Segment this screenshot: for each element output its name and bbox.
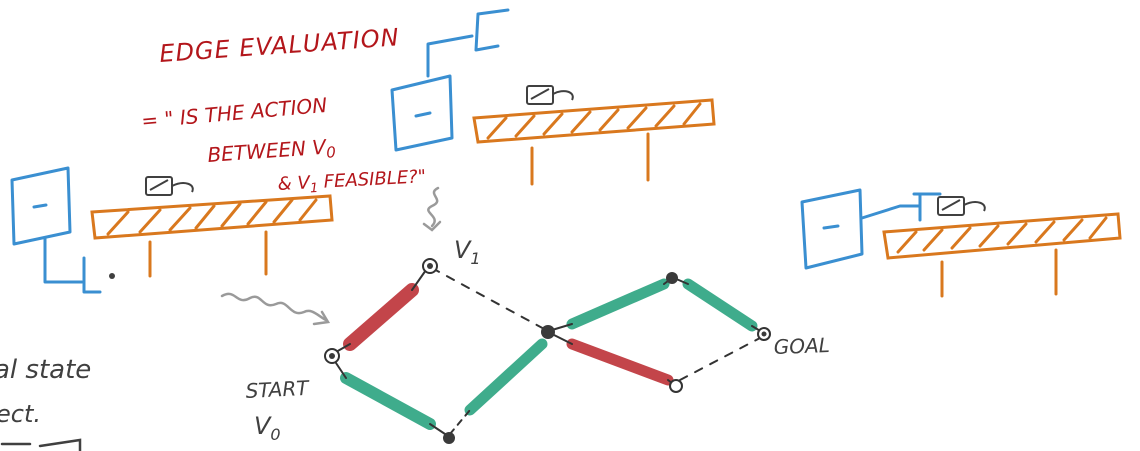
squiggle-arrow-to-v1 <box>422 186 442 232</box>
node-goal <box>757 327 771 341</box>
object-icon <box>937 196 986 216</box>
edge-start-bottom-feasible <box>340 372 436 430</box>
annotation-line-1: = " IS THE ACTION <box>140 93 328 133</box>
squiggle-arrow-to-start <box>220 292 331 326</box>
label-v0: V0 <box>254 412 281 444</box>
annotation-line-2: BETWEEN V0 <box>207 134 337 170</box>
edge-mid-top-feasible <box>566 278 670 330</box>
annotation-block: EDGE EVALUATION = " IS THE ACTION BETWEE… <box>140 23 427 198</box>
middle-robot-scene <box>390 8 716 186</box>
left-margin-line-1: al state <box>0 355 91 385</box>
node-top-right <box>666 272 678 284</box>
node-start <box>324 348 340 364</box>
left-robot-scene <box>10 166 334 294</box>
node-lower-right <box>669 379 683 393</box>
robot-arm-icon <box>800 188 942 270</box>
left-margin-line-2: ect. <box>0 400 41 428</box>
edge-v1-mid-unevaluated <box>431 267 547 331</box>
edge-lower-goal-unevaluated <box>679 337 761 381</box>
edge-mid-lower-infeasible <box>566 338 674 386</box>
node-middle <box>541 325 555 339</box>
label-v1: V1 <box>454 236 481 268</box>
edge-bottom-mid-connector <box>449 409 471 435</box>
right-robot-scene <box>800 188 1122 298</box>
object-icon <box>109 273 115 279</box>
edge-start-v1-infeasible <box>343 283 419 351</box>
graph-labels: V1 START V0 GOAL <box>245 236 830 444</box>
node-bottom <box>443 432 455 444</box>
edge-bottom-mid-feasible <box>464 338 548 416</box>
label-goal: GOAL <box>773 333 830 359</box>
robot-arm-icon <box>390 8 510 152</box>
robot-arm-icon <box>10 166 102 294</box>
node-v1 <box>422 258 438 274</box>
table-icon <box>882 212 1122 298</box>
annotation-line-3: & V1 FEASIBLE?" <box>277 166 427 198</box>
graph-nodes <box>324 258 771 444</box>
graph-edges <box>333 267 763 437</box>
table-icon <box>472 98 716 186</box>
table-icon <box>90 194 334 278</box>
edge-top-goal-feasible <box>682 278 758 332</box>
left-margin-line-3-fragment <box>0 438 82 451</box>
object-icon <box>145 176 194 196</box>
annotation-title: EDGE EVALUATION <box>158 23 400 68</box>
object-icon <box>526 85 574 105</box>
left-margin-notes: al state ect. <box>0 355 91 451</box>
edge-start-v1-connector <box>335 269 427 353</box>
label-start: START <box>245 376 311 403</box>
